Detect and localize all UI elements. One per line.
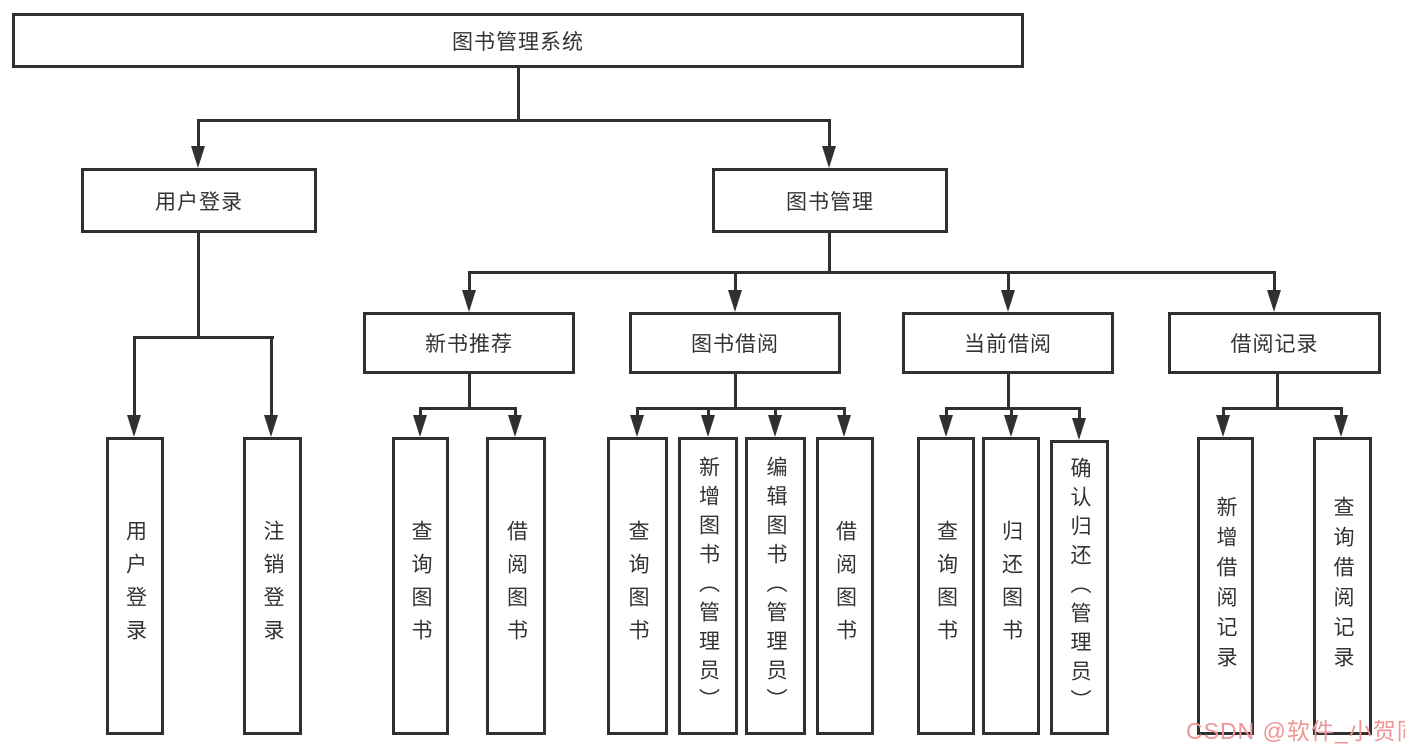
node-borrow-records: 借阅记录	[1168, 312, 1381, 374]
node-label: 新书推荐	[425, 333, 513, 356]
node-label: 确认归还（管理员）	[1068, 457, 1091, 718]
connector-line	[419, 407, 422, 415]
connector-line	[419, 407, 516, 410]
node-user-login: 用户登录	[81, 168, 317, 233]
node-label: 图书管理系统	[452, 30, 584, 54]
node-leaf-search-borrow-record: 查询借阅记录	[1313, 437, 1372, 735]
node-current-borrowing: 当前借阅	[902, 312, 1114, 374]
node-leaf-newrec-search-books: 查询图书	[392, 437, 449, 735]
arrow-down-icon	[837, 415, 851, 437]
node-leaf-user-login: 用户登录	[106, 437, 164, 735]
node-label: 编辑图书（管理员）	[764, 455, 787, 717]
connector-line	[270, 336, 273, 416]
node-label: 借阅记录	[1230, 333, 1319, 356]
connector-line	[468, 374, 471, 407]
connector-line	[1078, 407, 1081, 418]
connector-line	[133, 336, 136, 416]
node-leaf-add-borrow-record: 新增借阅记录	[1197, 437, 1254, 735]
connector-line	[636, 407, 845, 410]
connector-line	[1340, 407, 1343, 415]
node-leaf-add-book-admin: 新增图书（管理员）	[678, 437, 738, 735]
arrow-down-icon	[1267, 290, 1281, 312]
connector-line	[734, 374, 737, 407]
connector-line	[197, 119, 200, 147]
arrow-down-icon	[822, 146, 836, 168]
node-label: 注销登录	[261, 520, 284, 652]
connector-line	[774, 407, 777, 415]
connector-line	[734, 271, 737, 291]
arrow-down-icon	[1072, 418, 1086, 440]
connector-line	[1222, 407, 1225, 415]
node-label: 图书管理	[786, 190, 874, 214]
node-label: 当前借阅	[964, 333, 1052, 356]
node-label: 查询图书	[626, 520, 649, 652]
node-book-borrowing: 图书借阅	[629, 312, 841, 374]
arrow-down-icon	[413, 415, 427, 437]
node-label: 查询图书	[934, 520, 958, 652]
connector-line	[828, 233, 831, 271]
node-leaf-return-books: 归还图书	[982, 437, 1040, 735]
connector-line	[1273, 271, 1276, 291]
node-label: 归还图书	[999, 520, 1023, 652]
node-label: 用户登录	[123, 520, 147, 652]
connector-line	[945, 407, 948, 415]
arrow-down-icon	[1004, 415, 1018, 437]
node-leaf-edit-book-admin: 编辑图书（管理员）	[745, 437, 806, 735]
node-leaf-current-search-books: 查询图书	[917, 437, 975, 735]
node-label: 借阅图书	[833, 520, 857, 652]
node-label: 新增借阅记录	[1214, 496, 1237, 676]
node-leaf-confirm-return-admin: 确认归还（管理员）	[1050, 440, 1109, 735]
node-label: 借阅图书	[504, 520, 528, 652]
connector-line	[843, 407, 846, 415]
arrow-down-icon	[1216, 415, 1230, 437]
node-label: 用户登录	[155, 190, 243, 214]
arrow-down-icon	[939, 415, 953, 437]
arrow-down-icon	[462, 290, 476, 312]
arrow-down-icon	[264, 415, 278, 437]
connector-line	[133, 336, 274, 339]
arrow-down-icon	[701, 415, 715, 437]
watermark: CSDN @软件_小贺同学	[1186, 718, 1405, 744]
connector-line	[468, 271, 1276, 274]
node-label: 查询图书	[409, 520, 432, 652]
node-book-management: 图书管理	[712, 168, 948, 233]
node-leaf-borrowing-search-books: 查询图书	[607, 437, 668, 735]
arrow-down-icon	[508, 415, 522, 437]
node-label: 图书借阅	[691, 333, 779, 356]
node-new-book-recommend: 新书推荐	[363, 312, 575, 374]
connector-line	[1276, 374, 1279, 407]
connector-line	[1222, 407, 1342, 410]
connector-line	[514, 407, 517, 415]
connector-line	[828, 119, 831, 147]
arrow-down-icon	[768, 415, 782, 437]
connector-line	[517, 66, 520, 119]
node-root-library-system: 图书管理系统	[12, 13, 1024, 68]
connector-line	[468, 271, 471, 291]
arrow-down-icon	[1001, 290, 1015, 312]
connector-line	[707, 407, 710, 415]
connector-line	[1010, 407, 1013, 415]
node-label: 新增图书（管理员）	[696, 455, 720, 717]
connector-line	[1007, 374, 1010, 407]
connector-line	[636, 407, 639, 415]
arrow-down-icon	[728, 290, 742, 312]
node-leaf-borrowing-borrow-books: 借阅图书	[816, 437, 874, 735]
connector-line	[197, 233, 200, 336]
node-leaf-logout: 注销登录	[243, 437, 302, 735]
arrow-down-icon	[127, 415, 141, 437]
arrow-down-icon	[191, 146, 205, 168]
node-label: 查询借阅记录	[1331, 496, 1354, 676]
arrow-down-icon	[630, 415, 644, 437]
connector-line	[1007, 271, 1010, 291]
arrow-down-icon	[1334, 415, 1348, 437]
node-leaf-newrec-borrow-books: 借阅图书	[486, 437, 546, 735]
connector-line	[197, 119, 831, 122]
